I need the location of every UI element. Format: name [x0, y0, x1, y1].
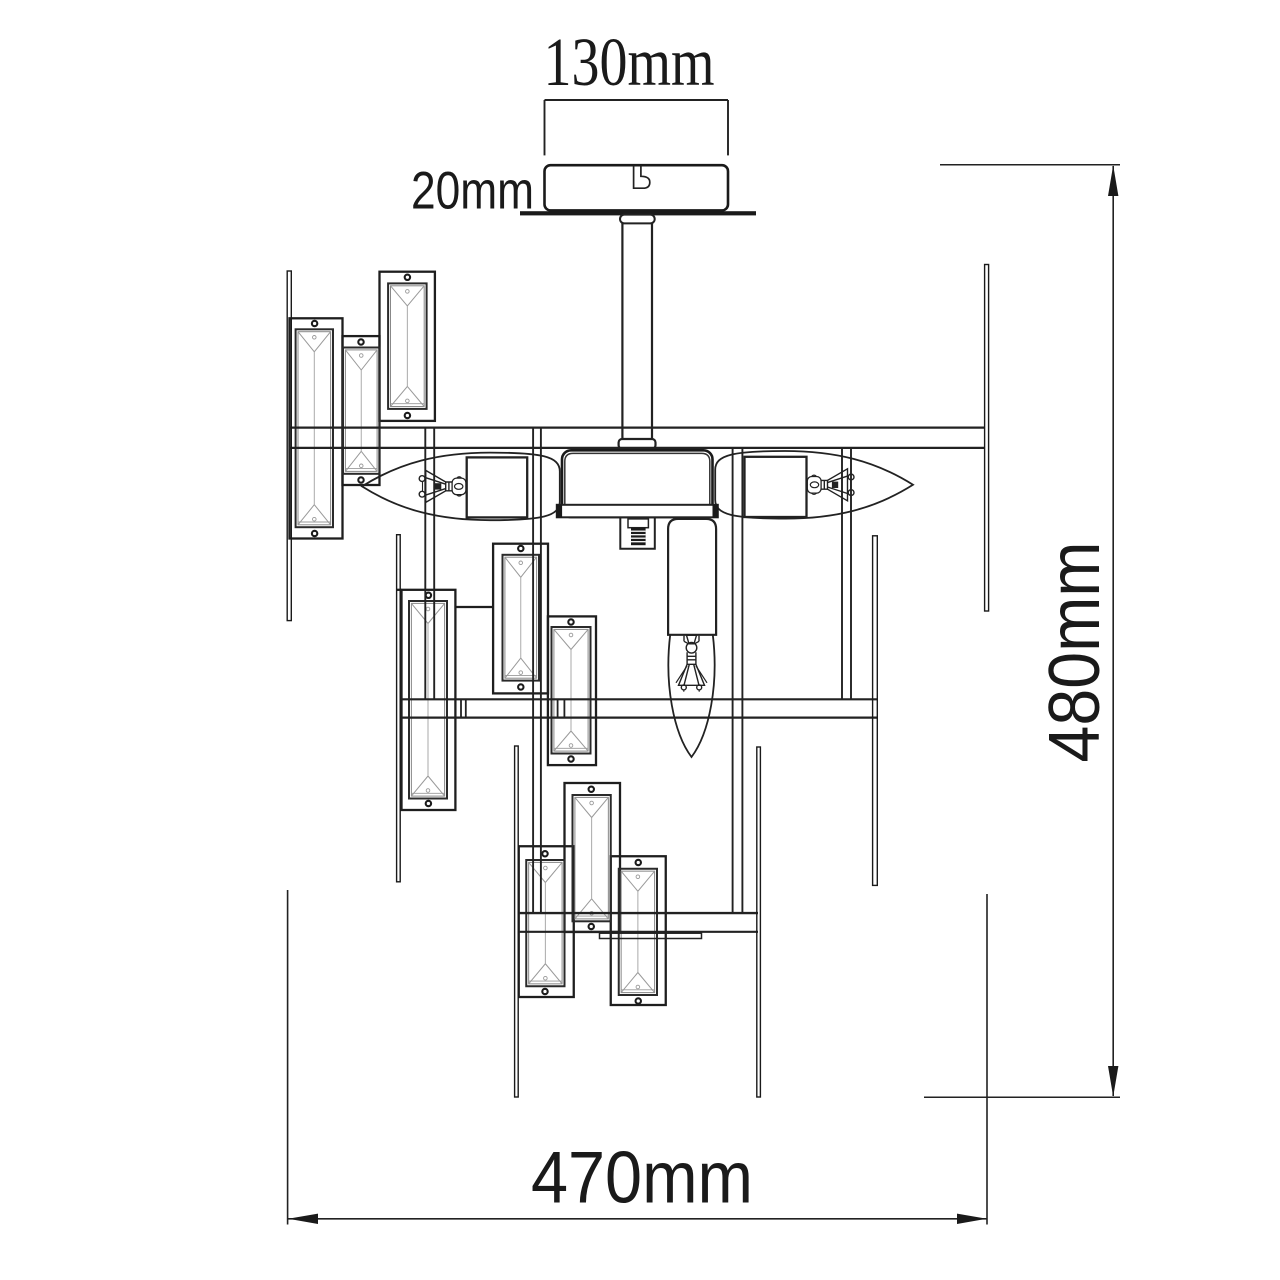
svg-text:20mm: 20mm: [411, 162, 534, 221]
svg-text:130mm: 130mm: [544, 24, 715, 100]
svg-text:480mm: 480mm: [1035, 542, 1115, 763]
svg-text:470mm: 470mm: [531, 1138, 753, 1219]
